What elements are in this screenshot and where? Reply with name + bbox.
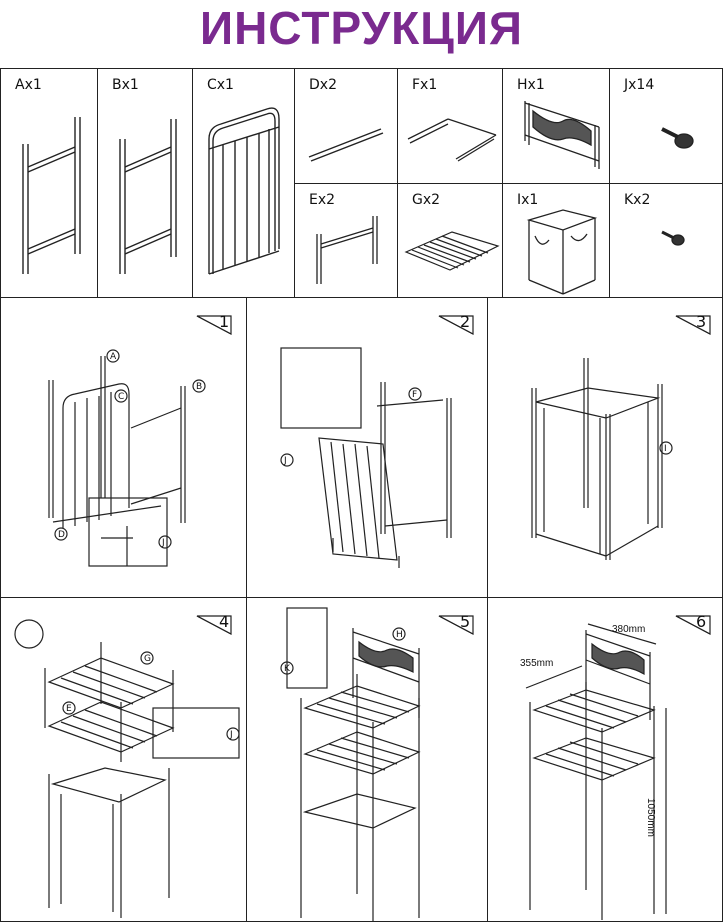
step-3-drawing: I	[531, 315, 711, 560]
step-number: 5	[460, 612, 471, 631]
callout-k: K	[284, 664, 291, 674]
callout-c: C	[118, 392, 124, 402]
step-5-panel: K H 5	[246, 597, 488, 922]
callout-b: B	[196, 382, 202, 392]
part-label: Jx14	[624, 77, 655, 93]
part-a-cell: Ax1	[0, 68, 98, 298]
side-frame-b-drawing	[119, 119, 177, 274]
step-number: 6	[696, 612, 707, 631]
step-number: 2	[460, 312, 471, 331]
front-panel-c-drawing	[208, 107, 280, 275]
top-frame-f-drawing	[407, 118, 497, 162]
step-2-drawing: J F	[280, 315, 474, 568]
part-g-cell: Gx2	[397, 183, 503, 298]
screw-j-drawing	[661, 127, 694, 149]
step-3-panel: I 3	[487, 297, 723, 598]
part-label: Fx1	[412, 77, 438, 93]
screw-k-drawing	[661, 230, 685, 246]
part-label: Kx2	[624, 192, 651, 208]
part-e-cell: Ex2	[294, 183, 398, 298]
callout-g: G	[144, 654, 151, 664]
part-k-cell: Kx2	[609, 183, 723, 298]
callout-f: F	[412, 390, 417, 400]
width-dimension: 380mm	[612, 624, 646, 635]
part-label: Dx2	[309, 77, 337, 93]
part-c-cell: Cx1	[192, 68, 295, 298]
page-title: ИНСТРУКЦИЯ	[200, 2, 523, 54]
callout-a: A	[110, 352, 117, 362]
callout-i: I	[664, 444, 667, 454]
part-f-cell: Fx1	[397, 68, 503, 184]
part-i-cell: Ix1	[502, 183, 610, 298]
height-dimension: 1050mm	[645, 798, 656, 837]
step-6-panel: 6 380mm 355mm 1050mm	[487, 597, 723, 922]
step-6-drawing	[525, 615, 711, 920]
step-number: 4	[219, 612, 230, 631]
part-h-cell: Hx1	[502, 68, 610, 184]
callout-h: H	[396, 630, 403, 640]
step-5-drawing: K H	[280, 607, 474, 922]
part-label: Gx2	[412, 192, 441, 208]
back-panel-h-drawing	[524, 101, 600, 169]
side-bar-e-drawing	[316, 216, 378, 284]
depth-dimension: 355mm	[520, 658, 554, 669]
shelf-g-drawing	[404, 231, 500, 271]
part-label: Ex2	[309, 192, 336, 208]
callout-e: E	[66, 704, 72, 714]
part-label: Hx1	[517, 77, 545, 93]
side-frame-a-drawing	[22, 117, 81, 274]
step-1-drawing: A B C D J	[48, 315, 232, 567]
instruction-sheet: Ax1 Bx1 Cx1	[0, 68, 723, 922]
callout-d: D	[58, 530, 65, 540]
part-label: Cx1	[207, 77, 234, 93]
callout-j: J	[229, 730, 233, 740]
part-label: Bx1	[112, 77, 139, 93]
step-number: 3	[696, 312, 707, 331]
part-d-cell: Dx2	[294, 68, 398, 184]
part-b-cell: Bx1	[97, 68, 193, 298]
part-label: Ix1	[517, 192, 539, 208]
crossbar-d-drawing	[308, 128, 384, 162]
step-number: 1	[219, 312, 230, 331]
step-2-panel: J F 2	[246, 297, 488, 598]
callout-j: J	[161, 538, 165, 548]
step-4-panel: E G J 4	[0, 597, 247, 922]
part-label: Ax1	[15, 77, 42, 93]
callout-j: J	[283, 456, 287, 466]
part-j-cell: Jx14	[609, 68, 723, 184]
basket-i-drawing	[526, 209, 598, 295]
step-1-panel: A B C D J 1	[0, 297, 247, 598]
step-4-drawing: E G J	[14, 615, 240, 918]
